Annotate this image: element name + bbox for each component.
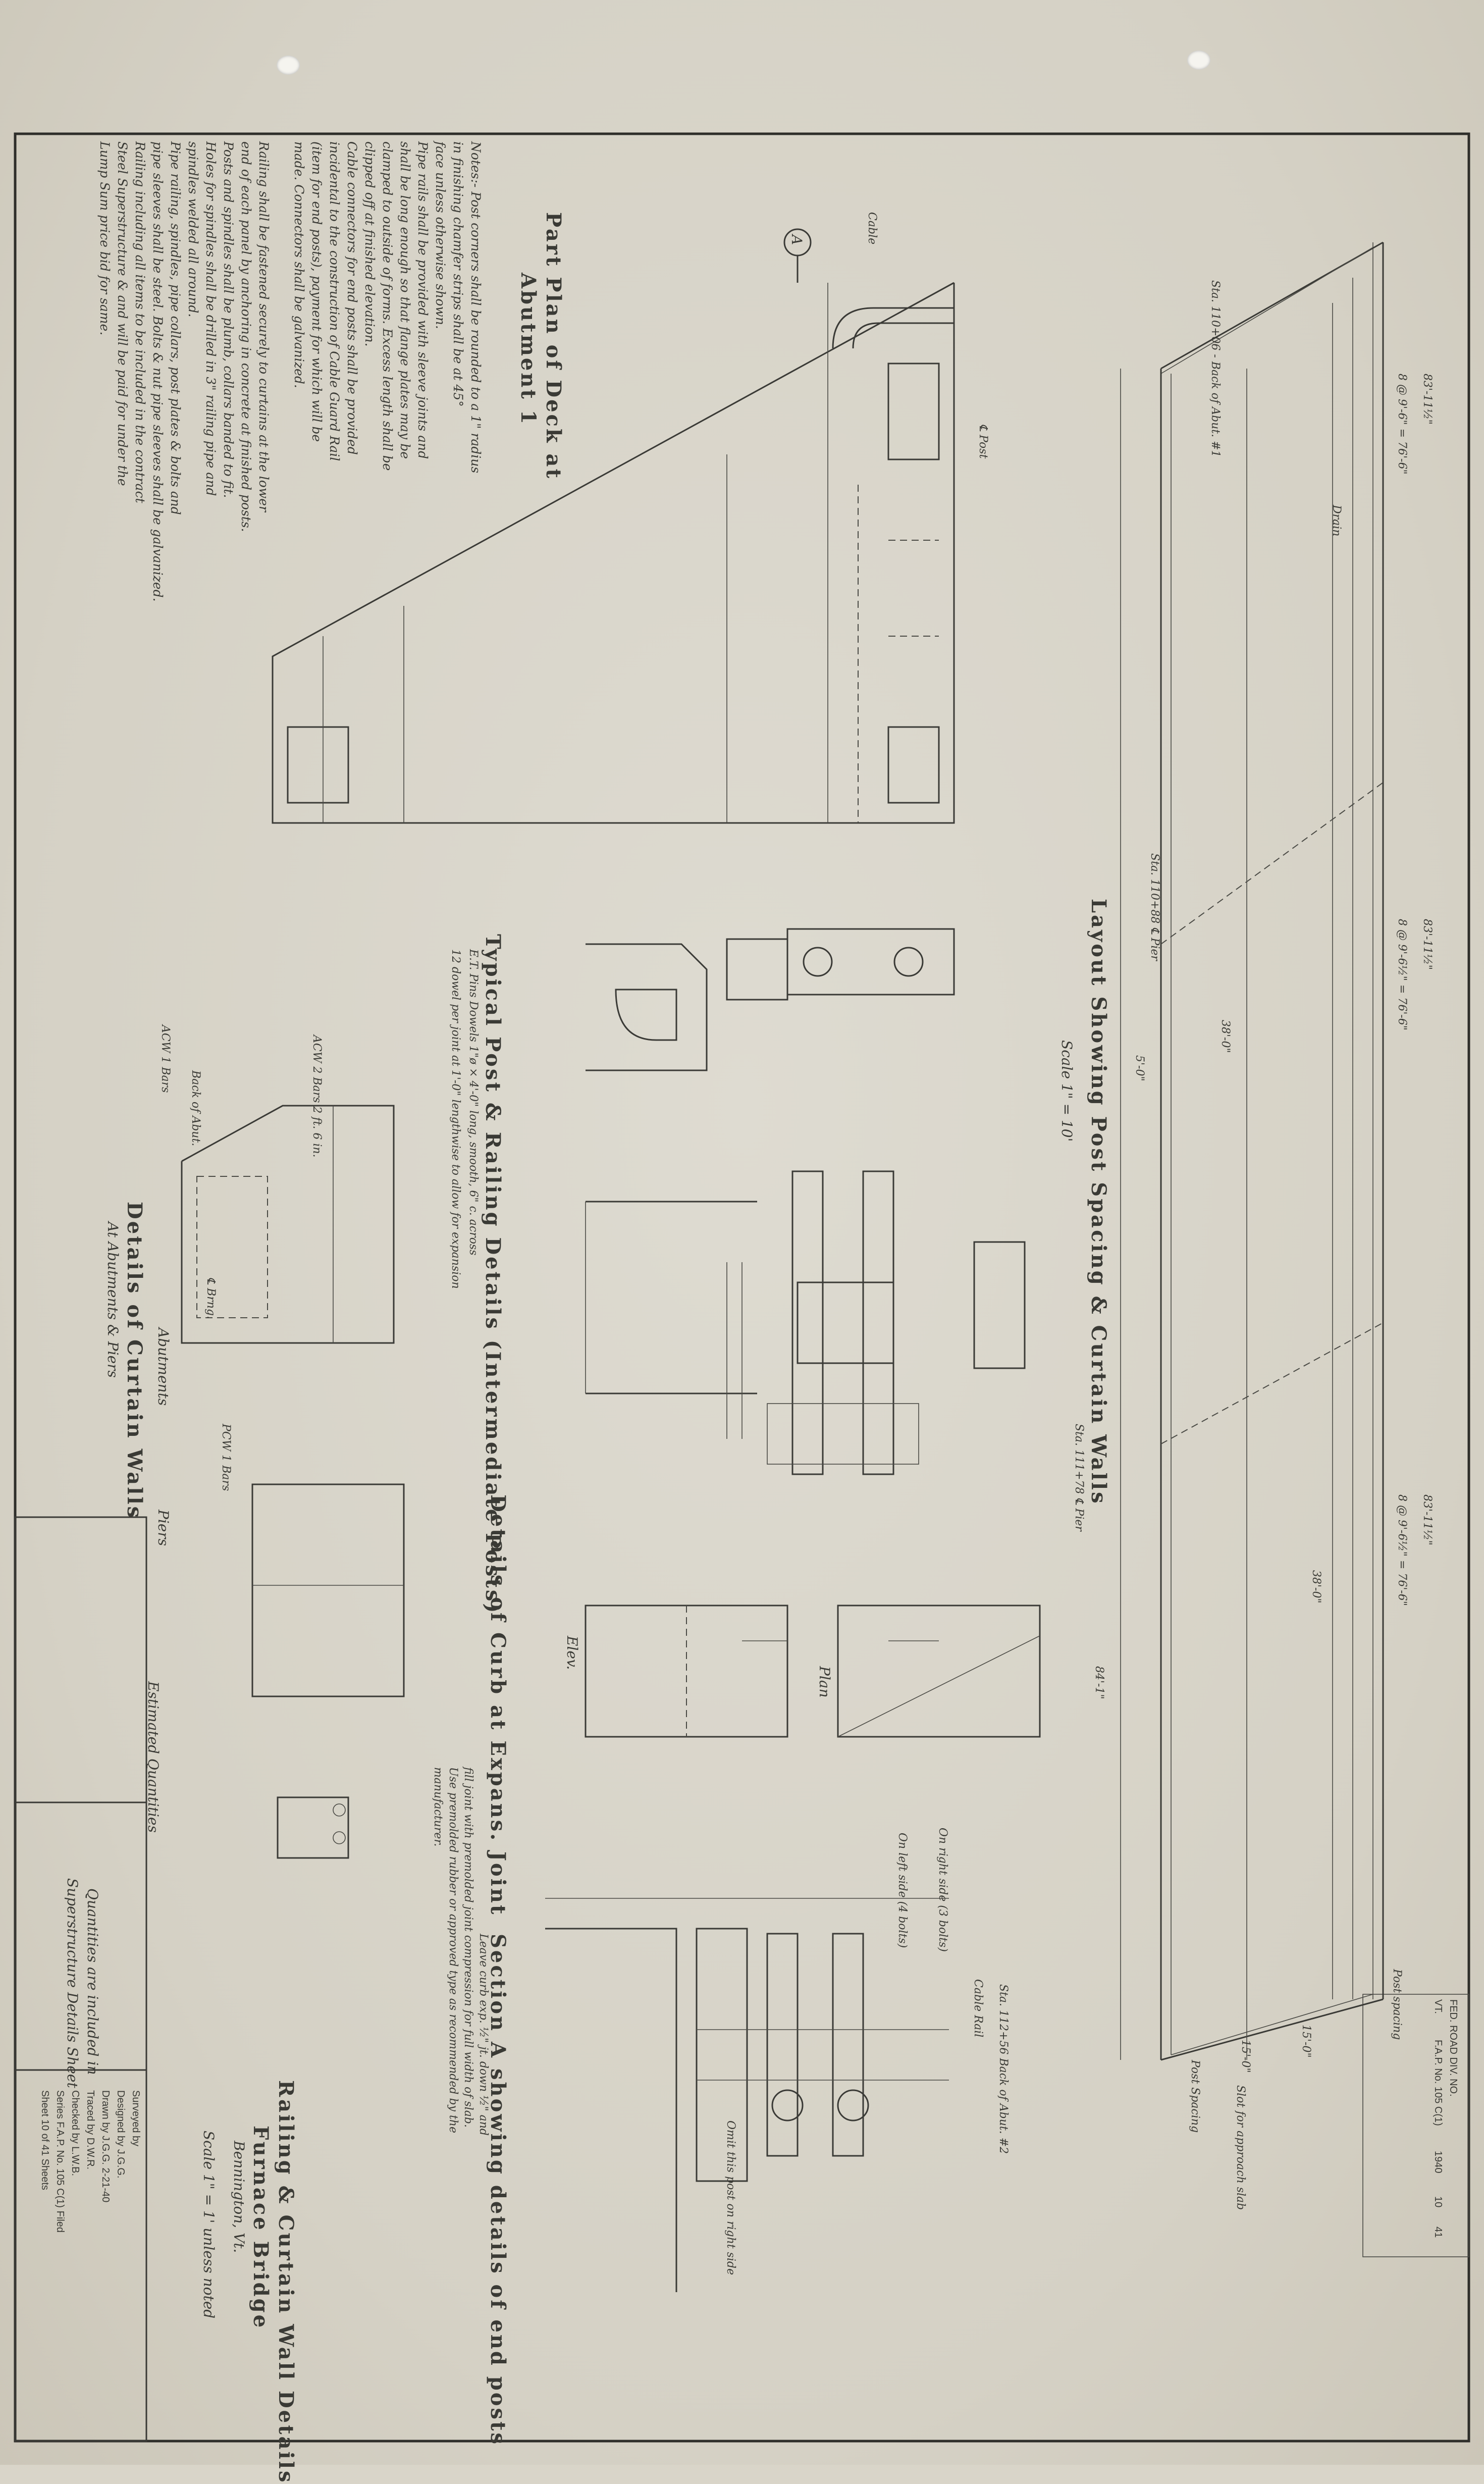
pcw1-label: PCW 1 Bars xyxy=(220,1424,232,1491)
e-post-label: ℄ Post xyxy=(977,424,989,459)
station-1: Sta. 110+06 - Back of Abut. #1 xyxy=(1209,280,1222,457)
curb-note-4: manufacturer. xyxy=(432,1767,444,1847)
acw1-label: ACW 1 Bars xyxy=(159,1025,172,1093)
post-spacing-label: Post spacing xyxy=(1391,1969,1403,2040)
tb-drawn: Drawn by J.G.G. 2-21-40 xyxy=(100,2090,111,2203)
omit-rail-label: Omit this post on right side xyxy=(724,2120,737,2275)
title-block xyxy=(14,1516,147,2442)
span-2a: 8 @ 9'-6½" = 76'-6" xyxy=(1396,919,1408,1030)
post-spacing-label-2: Post Spacing xyxy=(1189,2060,1201,2133)
part-plan-deck xyxy=(272,282,955,824)
tb-checked: Checked by L.W.B. xyxy=(70,2090,81,2177)
curtain-walls-subtitle: At Abutments & Piers xyxy=(104,1222,121,1378)
back-of-abut-label: Back of Abut. xyxy=(189,1070,202,1147)
curtain-wall-abutment xyxy=(181,1105,395,1344)
layout-scale: Scale 1" = 10' xyxy=(1058,1040,1075,1142)
drawing-title-1: Railing & Curtain Wall Details xyxy=(274,2080,298,2484)
punch-hole xyxy=(277,56,300,75)
dim-84: 84'-1" xyxy=(1093,1666,1105,1699)
cable-rail-label: Cable Rail xyxy=(972,1979,984,2038)
estimated-quantities: Estimated Quantities xyxy=(145,1681,162,1833)
section-a-title: Section A showing details of end posts xyxy=(486,1934,510,2446)
curb-details-title: Details of Curb at Expans. Joint xyxy=(486,1494,510,1917)
span-3b: 83'-11½" xyxy=(1421,1494,1434,1545)
part-plan-title-2: Abutment 1 xyxy=(516,273,540,426)
drawing-title-3: Bennington, Vt. xyxy=(231,2141,247,2253)
span-1b: 83'-11½" xyxy=(1421,374,1434,425)
drain-label: Drain xyxy=(1330,505,1343,537)
tb-surveyed: Surveyed by xyxy=(130,2090,141,2147)
section-a-details xyxy=(545,1898,949,2292)
station-2: Sta. 110+88 ℄ Pier xyxy=(1148,853,1161,961)
slot-approach-label: Slot for approach slab xyxy=(1234,2085,1247,2210)
project-box xyxy=(1362,1994,1469,2257)
typical-post-note-1: E.T. Pins Dowels 1"ø × 4'-0" long, smoot… xyxy=(467,949,480,1256)
on-right-label: On right side (3 bolts) xyxy=(936,1828,949,1952)
abutments-label: Abutments xyxy=(155,1328,172,1406)
cable-label: Cable xyxy=(866,212,878,245)
station-4: Sta. 112+56 Back of Abut. #2 xyxy=(997,1984,1010,2154)
tb-fed-road: FED. ROAD DIV. NO. xyxy=(1448,1999,1459,2097)
tb-traced: Traced by D.W.R. xyxy=(85,2090,96,2170)
on-left-label: On left side (4 bolts) xyxy=(896,1833,909,1948)
quantities-note-1: Quantities are included in xyxy=(84,1888,101,2075)
curb-note-2: fill joint with premolded joint compress… xyxy=(462,1767,474,2128)
tb-total: 41 xyxy=(1433,2227,1444,2238)
dim-5: 5'-0" xyxy=(1133,1055,1146,1081)
curtain-wall-pier xyxy=(251,1483,405,1859)
sheet-border xyxy=(14,132,1470,2443)
layout-title: Layout Showing Post Spacing & Curtain Wa… xyxy=(1087,899,1110,1506)
span-2b: 83'-11½" xyxy=(1421,919,1434,970)
general-notes: Notes:- Post corners shall be rounded to… xyxy=(97,141,483,602)
curb-expansion-joint xyxy=(585,1605,1041,1738)
tb-year: 1940 xyxy=(1433,2151,1444,2174)
plan-label: Plan xyxy=(816,1666,833,1698)
tb-series: Series F.A.P. No. 105 C(1) Filed xyxy=(55,2090,66,2233)
dim-15a: 15'-0" xyxy=(1300,2025,1312,2058)
tb-designed: Designed by J.G.G. xyxy=(115,2090,126,2179)
bearing-label: ℄ Brng. xyxy=(204,1277,217,1320)
tb-project: F.A.P. No. 105 C(1) xyxy=(1433,2040,1444,2126)
span-1a: 8 @ 9'-6" = 76'-6" xyxy=(1396,374,1408,475)
curtain-walls-title: Details of Curtain Walls xyxy=(123,1202,146,1520)
drawing-title-2: Furnace Bridge xyxy=(249,2126,273,2330)
station-3: Sta. 111+78 ℄ Pier xyxy=(1073,1424,1085,1531)
dim-15b: 15'-0" xyxy=(1239,2040,1252,2073)
acw2-label: ACW 2 Bars 2 ft. 6 in. xyxy=(310,1035,323,1158)
dim-38b: 38'-0" xyxy=(1310,1570,1322,1603)
curb-note-3: Use premolded rubber or approved type as… xyxy=(447,1767,459,2133)
typical-post-details xyxy=(585,928,1026,1475)
tb-state: VT. xyxy=(1433,1999,1444,2014)
section-a-marker: A xyxy=(788,235,805,245)
curb-note-1: Leave curb exp. ½" jt. down ½" and xyxy=(477,1934,490,2136)
dim-38: 38'-0" xyxy=(1219,1020,1232,1053)
elev-label: Elev. xyxy=(564,1636,580,1670)
quantities-note-2: Superstructure Details Sheet xyxy=(64,1878,81,2088)
span-3a: 8 @ 9'-6½" = 76'-6" xyxy=(1396,1494,1408,1606)
piers-label: Piers xyxy=(155,1510,172,1546)
typical-post-note-2: 12 dowel per joint at 1'-0" lengthwise t… xyxy=(449,949,462,1289)
layout-deck-outline xyxy=(1120,241,1384,2061)
drawing-scale: Scale 1" = 1' unless noted xyxy=(200,2131,217,2319)
tb-sheet-of: Sheet 10 of 41 Sheets xyxy=(39,2090,50,2190)
punch-hole xyxy=(1187,50,1210,70)
part-plan-title: Part Plan of Deck at xyxy=(542,212,565,480)
tb-sheet: 10 xyxy=(1433,2196,1444,2208)
